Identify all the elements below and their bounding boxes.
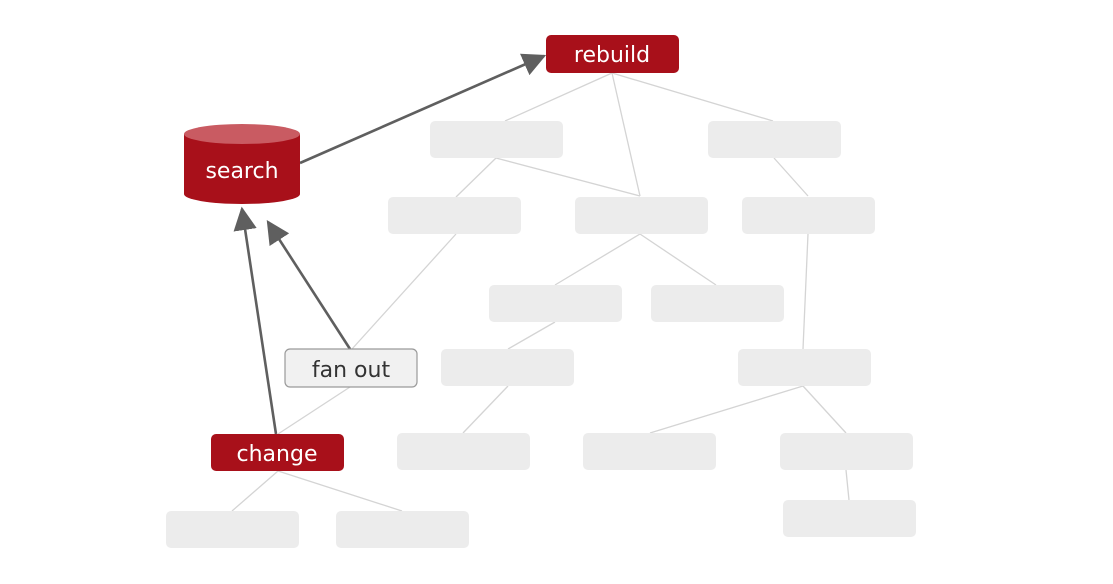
placeholder-node bbox=[742, 197, 875, 234]
fan-out-box bbox=[284, 348, 418, 388]
rebuild-box bbox=[546, 35, 679, 73]
connector bbox=[507, 321, 556, 350]
placeholder-node bbox=[783, 500, 916, 537]
rebuild-node: rebuild bbox=[546, 35, 679, 73]
flow-arrows bbox=[233, 53, 547, 435]
placeholder-nodes bbox=[166, 121, 916, 548]
connector bbox=[277, 386, 351, 435]
search-database-node: search bbox=[184, 124, 300, 204]
connector bbox=[455, 157, 497, 198]
search-cylinder-top bbox=[184, 124, 300, 144]
fan-out-node: fan out bbox=[284, 348, 418, 388]
connector bbox=[611, 72, 641, 197]
connector bbox=[649, 385, 804, 434]
connector bbox=[773, 157, 809, 197]
placeholder-node bbox=[708, 121, 841, 158]
connector bbox=[611, 72, 774, 122]
connector bbox=[351, 233, 457, 350]
placeholder-node bbox=[583, 433, 716, 470]
connector bbox=[495, 157, 641, 197]
change-label: change bbox=[237, 442, 318, 467]
placeholder-node bbox=[397, 433, 530, 470]
placeholder-node bbox=[575, 197, 708, 234]
placeholder-node bbox=[489, 285, 622, 322]
placeholder-node bbox=[738, 349, 871, 386]
connector bbox=[802, 385, 847, 434]
search-label: search bbox=[205, 159, 278, 184]
placeholder-node bbox=[651, 285, 784, 322]
change-node: change bbox=[211, 434, 344, 471]
arrow-change-to-search bbox=[233, 206, 278, 435]
connector bbox=[639, 233, 717, 286]
placeholder-node bbox=[336, 511, 469, 548]
placeholder-node bbox=[166, 511, 299, 548]
placeholder-node bbox=[430, 121, 563, 158]
change-box bbox=[211, 434, 344, 471]
connector bbox=[231, 470, 279, 512]
tree-connectors bbox=[231, 72, 850, 512]
placeholder-node bbox=[780, 433, 913, 470]
connector bbox=[802, 233, 809, 350]
connector bbox=[504, 72, 613, 122]
placeholder-node bbox=[388, 197, 521, 234]
search-cylinder-body bbox=[184, 134, 300, 204]
connector bbox=[554, 233, 641, 286]
connector bbox=[277, 470, 403, 512]
placeholder-node bbox=[441, 349, 574, 386]
rebuild-label: rebuild bbox=[574, 43, 650, 68]
connector bbox=[462, 385, 509, 434]
connector bbox=[845, 469, 850, 501]
arrow-fan-out-to-search bbox=[266, 220, 352, 350]
fan-out-label: fan out bbox=[312, 358, 391, 383]
arrow-search-to-rebuild bbox=[299, 53, 547, 165]
